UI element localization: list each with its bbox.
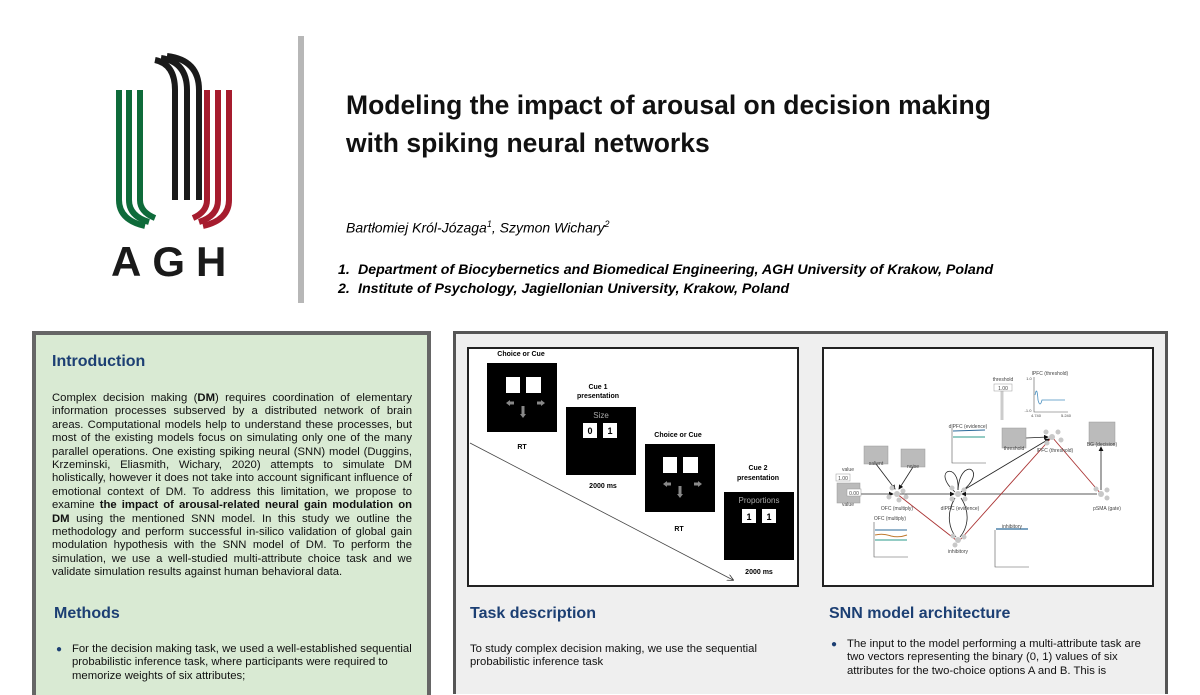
- methods-bullet: ● For the decision making task, we used a…: [56, 643, 417, 683]
- bullet-icon: ●: [56, 644, 63, 655]
- intro-text-bold: DM: [197, 392, 215, 404]
- author-separator: ,: [491, 219, 500, 236]
- authors: Bartłomiej Król-Józaga1, Szymon Wichary2: [346, 219, 610, 236]
- agh-logo: AGH: [105, 50, 245, 290]
- author-1-affil: 1: [486, 219, 492, 229]
- affiliation-2: 2. Institute of Psychology, Jagiellonian …: [338, 280, 993, 299]
- snn-architecture-heading: SNN model architecture: [829, 605, 1011, 622]
- author-2: Szymon Wichary: [499, 219, 605, 236]
- poster-title: Modeling the impact of arousal on decisi…: [346, 86, 991, 162]
- agh-logo-mark: [116, 53, 232, 229]
- affiliation-1: 1. Department of Biocybernetics and Biome…: [338, 261, 993, 280]
- intro-text-part: Complex decision making (: [52, 392, 198, 404]
- methods-heading: Methods: [54, 605, 120, 622]
- agh-logo-text: AGH: [111, 238, 238, 285]
- author-2-affil: 2: [604, 219, 610, 229]
- affiliation-number: 2.: [338, 281, 350, 297]
- title-line-1: Modeling the impact of arousal on decisi…: [346, 90, 991, 120]
- introduction-heading: Introduction: [52, 353, 146, 370]
- author-1: Bartłomiej Król-Józaga: [346, 219, 487, 236]
- bullet-text: For the decision making task, we used a …: [72, 643, 412, 682]
- left-panel: [32, 331, 431, 695]
- title-line-2: with spiking neural networks: [346, 128, 710, 158]
- affiliations: 1. Department of Biocybernetics and Biome…: [338, 261, 993, 299]
- task-description-text: To study complex decision making, we use…: [470, 643, 757, 669]
- affiliation-text: Department of Biocybernetics and Biomedi…: [358, 262, 994, 278]
- introduction-text: Complex decision making (DM) requires co…: [52, 392, 412, 580]
- intro-text-bold: the impact of arousal-related neural gai…: [52, 499, 412, 525]
- intro-text-part: ) requires coordination of elementary in…: [52, 392, 413, 512]
- task-description-heading: Task description: [470, 605, 596, 622]
- snn-figure: [822, 347, 1154, 587]
- bullet-text: The input to the model performing a mult…: [847, 638, 1141, 677]
- intro-text-part: using the mentioned SNN model. In this s…: [52, 512, 412, 579]
- header-divider: [298, 36, 304, 303]
- affiliation-number: 1.: [338, 262, 350, 278]
- task-figure: [467, 347, 799, 587]
- snn-architecture-bullet: ● The input to the model performing a mul…: [831, 638, 1157, 678]
- bullet-icon: ●: [831, 639, 838, 650]
- affiliation-text: Institute of Psychology, Jagiellonian Un…: [358, 281, 790, 297]
